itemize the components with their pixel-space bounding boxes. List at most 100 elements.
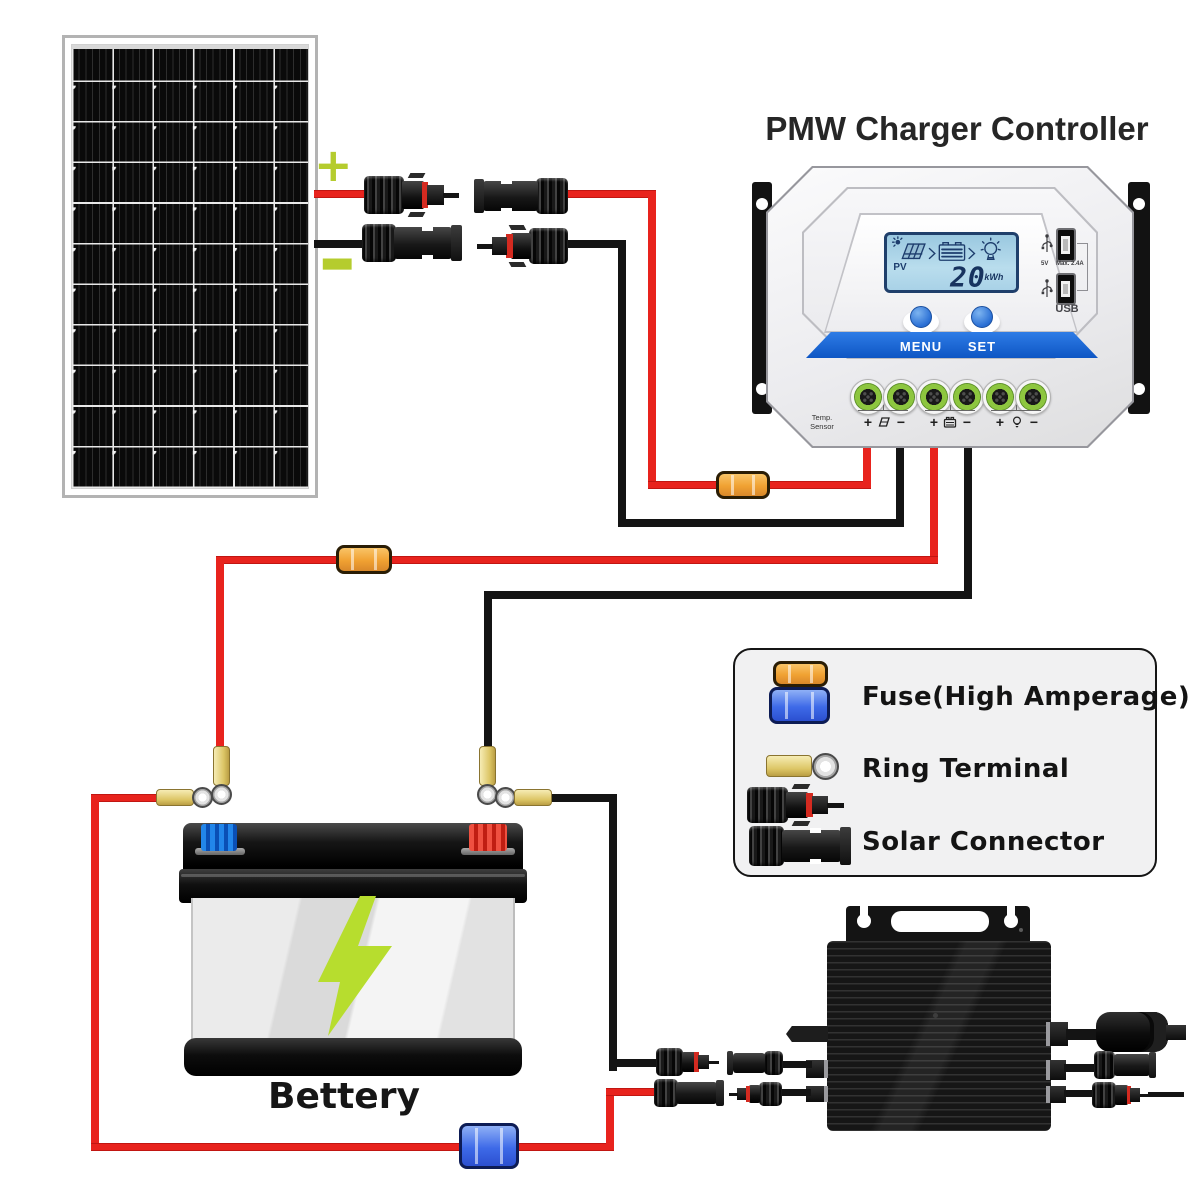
menu-button-label: MENU — [899, 339, 943, 354]
mc4-tip — [737, 1087, 747, 1101]
mc4-clip — [407, 211, 426, 218]
mc4-red-band — [745, 1085, 750, 1103]
mc4-notch — [501, 179, 512, 185]
terminal-label-plus: + — [929, 414, 939, 430]
terminal-battery-positive[interactable] — [916, 379, 952, 415]
inverter-branch-port — [1050, 1086, 1066, 1103]
mc4-red-band — [1126, 1086, 1131, 1104]
terminal-load-negative[interactable] — [1015, 379, 1051, 415]
wire-battery-to-inverter-positive — [91, 794, 158, 802]
solar-panel-icon — [901, 243, 926, 260]
mc4-notch — [810, 827, 822, 834]
usb-label: USB — [1055, 303, 1079, 315]
mount-hole — [1133, 198, 1145, 210]
terminal-load-positive[interactable] — [982, 379, 1018, 415]
mc4-notch — [810, 858, 822, 865]
wire-pv-positive — [648, 190, 656, 489]
legend-item-ring-terminal: Ring Terminal — [862, 754, 1070, 784]
inverter-hook-notch — [1007, 906, 1015, 916]
battery-lip — [179, 869, 527, 903]
mc4-neck — [786, 791, 808, 819]
mc4-tip — [491, 236, 508, 256]
wire-battery-negative — [484, 591, 492, 752]
branch-pin — [1148, 1092, 1184, 1097]
set-button[interactable] — [971, 306, 993, 328]
solar-connector-female-inverter-branch — [1094, 1051, 1156, 1079]
terminal-pv-positive[interactable] — [850, 379, 886, 415]
mc4-neck — [1115, 1085, 1128, 1105]
terminal-battery-negative[interactable] — [949, 379, 985, 415]
mc4-flange — [839, 826, 851, 866]
wire-pv-positive — [564, 190, 656, 198]
wire-battery-to-inverter-positive — [606, 1092, 614, 1151]
mc4-barrel — [1092, 1082, 1117, 1108]
port-collar — [1046, 1022, 1052, 1046]
sun-icon — [895, 239, 901, 245]
battery-negative-post — [201, 824, 237, 851]
mc4-barrel — [362, 224, 396, 262]
mc4-tip — [698, 1054, 710, 1070]
mc4-clip — [407, 172, 426, 179]
temp-sensor-line1: Temp. — [811, 413, 833, 422]
mc4-barrel — [529, 228, 568, 264]
usb-max-current-label: Max. 2.4A — [1056, 261, 1084, 267]
arrow-right-icon — [968, 247, 976, 260]
battery-post-base — [461, 848, 515, 855]
terminal-group-tick — [883, 405, 884, 411]
mc4-body — [732, 1053, 766, 1073]
solar-connector-male-battery-negative — [656, 1048, 720, 1076]
inverter-mount-bracket — [846, 906, 1030, 944]
lcd-pv-label: PV — [893, 262, 907, 273]
inverter-branch-port — [1050, 1060, 1066, 1080]
terminal-screw — [893, 389, 909, 405]
legend-solar-connector-female-icon — [749, 826, 851, 866]
lcd-graphics: PV 20 kWh — [891, 236, 1004, 290]
ring-terminal-ring — [211, 784, 232, 805]
mc4-barrel — [749, 826, 784, 866]
page-title: PMW Charger Controller — [765, 110, 1149, 147]
fuse-blue-inverter — [459, 1123, 519, 1169]
bulb-terminal-icon — [1012, 416, 1022, 428]
mc4-pin — [827, 803, 845, 808]
mc4-flange — [474, 178, 485, 214]
wire-pv-positive — [314, 190, 368, 198]
mc4-body — [394, 227, 452, 259]
terminal-group-tick — [950, 405, 951, 411]
wire-battery-negative — [484, 591, 972, 599]
mc4-pin — [1139, 1093, 1150, 1097]
port-collar — [1046, 1060, 1052, 1080]
mc4-pin — [476, 244, 493, 249]
mc4-neck — [748, 1085, 761, 1103]
usb-port-1[interactable] — [1056, 228, 1076, 262]
lcd-screen: PV 20 kWh — [884, 232, 1019, 293]
ac-output-connector — [1096, 1012, 1168, 1052]
inverter-port-wire — [779, 1089, 811, 1096]
inverter-ac-port — [1050, 1022, 1068, 1046]
usb-port-slot — [1063, 284, 1068, 294]
terminal-pv-negative[interactable] — [883, 379, 919, 415]
mc4-red-band — [506, 233, 513, 259]
solar-panel — [62, 35, 318, 498]
ring-terminal-ring — [192, 787, 213, 808]
terminal-screw — [992, 389, 1008, 405]
menu-button[interactable] — [910, 306, 932, 328]
usb-port-2[interactable] — [1056, 273, 1076, 305]
mc4-barrel — [763, 1051, 783, 1075]
battery-positive-post — [469, 824, 507, 851]
ac-connector-tip — [1166, 1025, 1186, 1040]
sun-rays-icon — [891, 236, 903, 247]
mc4-flange — [1149, 1051, 1156, 1079]
solar-panel-cells — [72, 45, 308, 488]
usb-port-slot — [1063, 239, 1068, 251]
mc4-red-band — [694, 1052, 699, 1072]
mc4-flange — [451, 224, 462, 262]
mc4-barrel — [364, 176, 405, 214]
usb-bracket-line — [1077, 243, 1088, 291]
solar-connector-female-pv-positive — [474, 178, 568, 214]
mc4-clip — [508, 225, 527, 231]
mc4-barrel — [1094, 1051, 1116, 1079]
branch-wire — [1064, 1090, 1096, 1097]
inverter-bracket-hole — [1019, 928, 1023, 932]
solar-panel-grid-icon — [904, 243, 923, 260]
mc4-red-band — [805, 792, 813, 818]
